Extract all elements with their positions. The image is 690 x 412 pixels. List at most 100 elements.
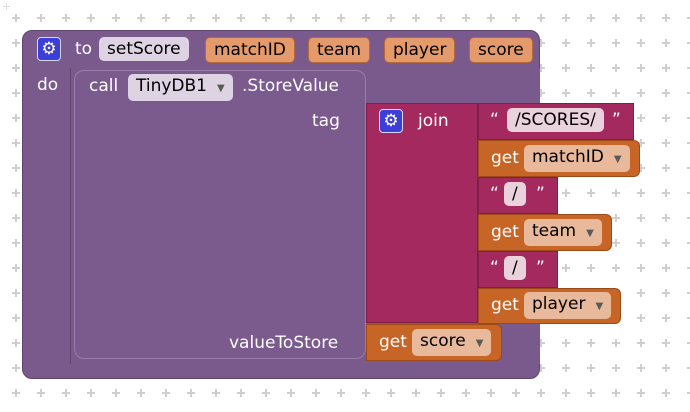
grid-plus-mark: [287, 389, 295, 397]
grid-plus-mark: [562, 39, 570, 47]
quote-open: “: [490, 258, 499, 278]
grid-plus-mark: [687, 114, 690, 122]
component-name: TinyDB1: [136, 76, 207, 96]
var-dropdown-team[interactable]: team▼: [524, 219, 602, 246]
gear-icon[interactable]: ⚙: [37, 37, 61, 61]
text-slash-field[interactable]: /: [504, 256, 526, 280]
grid-plus-mark: [187, 14, 195, 22]
grid-plus-mark: [137, 14, 145, 22]
grid-plus-mark: [587, 89, 595, 97]
grid-plus-mark: [637, 114, 645, 122]
grid-plus-mark: [37, 14, 45, 22]
grid-plus-mark: [87, 389, 95, 397]
grid-plus-mark: [312, 14, 320, 22]
grid-plus-mark: [12, 39, 20, 47]
var-dropdown-matchid[interactable]: matchID▼: [524, 145, 630, 172]
grid-plus-mark: [687, 164, 690, 172]
grid-plus-mark: [612, 364, 620, 372]
grid-plus-mark: [587, 189, 595, 197]
procedure-name-field[interactable]: setScore: [99, 37, 189, 61]
grid-plus-mark: [612, 189, 620, 197]
var-dropdown-player[interactable]: player▼: [524, 292, 612, 319]
grid-plus-mark: [312, 389, 320, 397]
grid-plus-mark: [687, 389, 690, 397]
grid-plus-mark: [12, 64, 20, 72]
grid-plus-mark: [212, 14, 220, 22]
param-score[interactable]: score: [469, 37, 533, 63]
grid-plus-mark: [362, 14, 370, 22]
grid-plus-mark: [562, 64, 570, 72]
grid-plus-mark: [537, 14, 545, 22]
grid-plus-mark: [637, 214, 645, 222]
quote-close: ”: [536, 184, 545, 204]
call-label: call: [89, 76, 119, 96]
grid-plus-mark: [62, 14, 70, 22]
grid-plus-mark: [662, 364, 670, 372]
grid-plus-mark: [662, 189, 670, 197]
grid-plus-mark: [637, 339, 645, 347]
grid-plus-mark: [662, 89, 670, 97]
call-storevalue-block[interactable]: [74, 70, 366, 359]
var-dropdown-score[interactable]: score▼: [412, 329, 492, 356]
grid-plus-mark: [612, 14, 620, 22]
grid-plus-mark: [687, 339, 690, 347]
param-team[interactable]: team: [308, 37, 371, 63]
grid-plus-mark: [662, 14, 670, 22]
grid-plus-mark: [662, 314, 670, 322]
param-player[interactable]: player: [384, 37, 456, 63]
var-name: player: [532, 294, 586, 314]
component-dropdown[interactable]: TinyDB1▼: [128, 74, 233, 101]
grid-plus-mark: [562, 389, 570, 397]
grid-plus-mark: [662, 389, 670, 397]
grid-plus-mark: [587, 14, 595, 22]
grid-plus-mark: [487, 14, 495, 22]
grid-plus-mark: [537, 39, 545, 47]
grid-plus-mark: [687, 264, 690, 272]
grid-plus-mark: [562, 264, 570, 272]
text-slash-field[interactable]: /: [504, 182, 526, 206]
text-scores-field[interactable]: /SCORES/: [507, 108, 604, 132]
param-matchid[interactable]: matchID: [205, 37, 295, 63]
grid-plus-mark: [12, 139, 20, 147]
grid-plus-mark: [637, 14, 645, 22]
grid-plus-mark: [162, 389, 170, 397]
grid-plus-mark: [162, 14, 170, 22]
grid-plus-mark: [587, 389, 595, 397]
grid-plus-mark: [437, 389, 445, 397]
join-block[interactable]: [366, 103, 478, 323]
get-label: get: [379, 332, 407, 352]
grid-plus-mark: [687, 189, 690, 197]
grid-plus-mark: [612, 39, 620, 47]
quote-close: ”: [612, 110, 621, 130]
grid-plus-mark: [637, 289, 645, 297]
var-name: matchID: [532, 147, 604, 167]
grid-plus-mark: [412, 14, 420, 22]
grid-plus-mark: [12, 189, 20, 197]
grid-plus-mark: [12, 264, 20, 272]
grid-plus-mark: [637, 189, 645, 197]
grid-plus-mark: [337, 389, 345, 397]
grid-plus-mark: [687, 239, 690, 247]
grid-plus-mark: [12, 364, 20, 372]
grid-plus-mark: [537, 64, 545, 72]
grid-plus-mark: [637, 389, 645, 397]
grid-plus-mark: [12, 289, 20, 297]
grid-plus-mark: [687, 289, 690, 297]
var-name: team: [532, 221, 577, 241]
get-label: get: [491, 295, 519, 315]
to-label: to: [75, 39, 93, 59]
grid-plus-mark: [687, 39, 690, 47]
method-label: .StoreValue: [242, 76, 340, 96]
grid-plus-mark: [662, 39, 670, 47]
grid-plus-mark: [562, 89, 570, 97]
grid-plus-mark: [587, 39, 595, 47]
gear-icon[interactable]: ⚙: [379, 109, 403, 133]
grid-plus-mark: [662, 239, 670, 247]
do-label: do: [37, 75, 59, 95]
var-name: score: [420, 331, 466, 351]
grid-plus-mark: [562, 189, 570, 197]
grid-plus-mark: [562, 364, 570, 372]
grid-plus-mark: [537, 339, 545, 347]
grid-plus-mark: [687, 214, 690, 222]
grid-plus-mark: [612, 89, 620, 97]
